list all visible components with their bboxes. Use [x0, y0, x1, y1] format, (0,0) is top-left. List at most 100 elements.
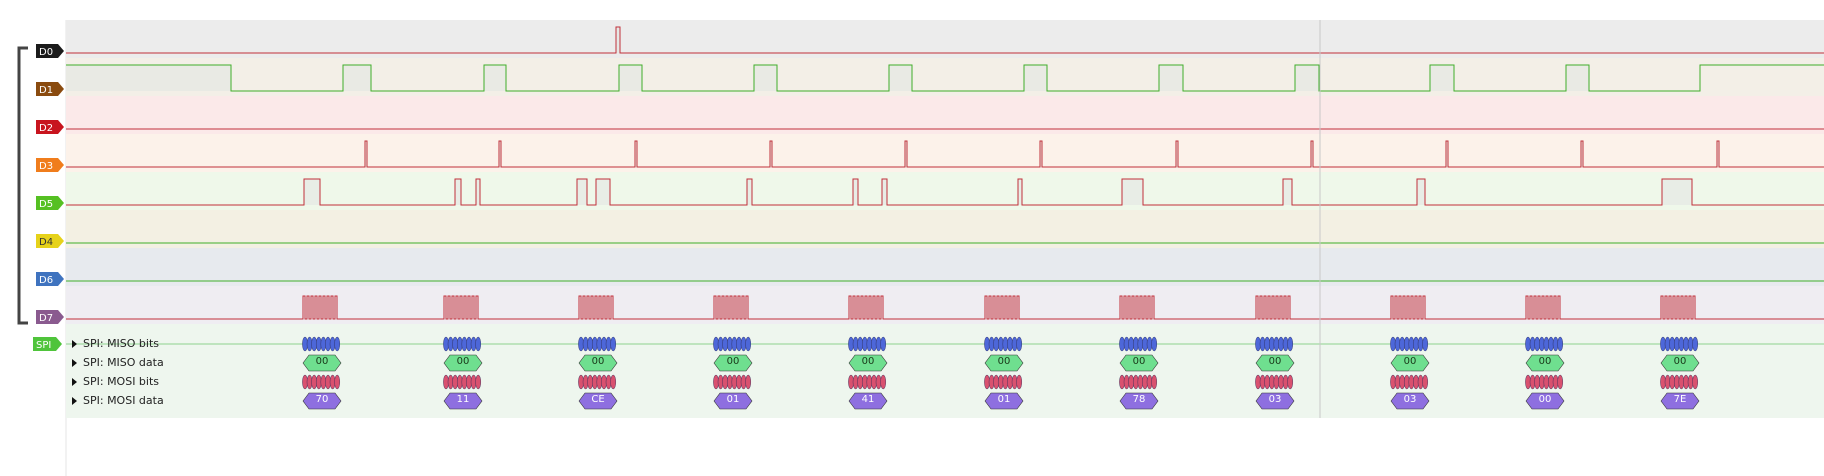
pulse-fill	[455, 179, 461, 205]
decoded-byte[interactable]	[443, 354, 483, 372]
decoded-bit	[1422, 374, 1428, 390]
decoded-byte[interactable]	[302, 354, 342, 372]
channel-d6[interactable]: D6	[36, 248, 1824, 286]
decoded-bit	[1016, 336, 1023, 352]
decoded-byte[interactable]	[578, 392, 618, 410]
spi-tag-text: SPI	[36, 340, 51, 351]
decoded-byte-value: 03	[1403, 394, 1417, 405]
decoder-row-label[interactable]: SPI: MISO bits	[72, 335, 159, 353]
spi-tag-shape	[33, 337, 62, 351]
decoded-byte[interactable]	[1119, 354, 1159, 372]
pulse-fill	[905, 141, 907, 167]
channel-row-bg	[66, 58, 1824, 96]
decoder-row-label[interactable]: SPI: MISO data	[72, 354, 164, 372]
decoded-byte[interactable]	[713, 354, 753, 372]
decoded-byte-value: 41	[861, 394, 875, 405]
channel-row-bg	[66, 134, 1824, 172]
decoded-byte[interactable]	[1525, 392, 1565, 410]
waveform-trace	[66, 178, 1824, 206]
spi-tag[interactable]: SPI	[33, 337, 62, 351]
pulse-fill	[1283, 179, 1292, 205]
channel-d2[interactable]: D2	[36, 96, 1824, 134]
decoded-byte[interactable]	[578, 354, 618, 372]
decoded-byte-value: 00	[315, 356, 329, 367]
pulse-fill	[616, 27, 620, 53]
decoded-byte[interactable]	[443, 392, 483, 410]
decoded-byte[interactable]	[1390, 354, 1430, 372]
decoded-byte[interactable]	[1660, 354, 1700, 372]
channel-name: D1	[39, 85, 53, 96]
decoded-bit	[334, 336, 341, 352]
channel-tag-d5[interactable]: D5	[36, 196, 64, 210]
pulse-fill	[1430, 65, 1454, 91]
channel-row-bg	[66, 286, 1824, 324]
channel-d5[interactable]: D5	[36, 172, 1824, 210]
decoded-byte-value: 03	[1268, 394, 1282, 405]
channel-tag-d0[interactable]: D0	[36, 44, 64, 58]
channel-tag-d7[interactable]: D7	[36, 310, 64, 324]
decoded-byte[interactable]	[302, 392, 342, 410]
channel-row-bg	[66, 210, 1824, 248]
decoded-bit	[610, 374, 617, 390]
channel-group-bracket[interactable]	[17, 46, 28, 325]
decoded-byte[interactable]	[713, 392, 753, 410]
pulse-fill	[343, 65, 371, 91]
decoded-byte-value: 00	[1673, 356, 1687, 367]
waveform-trace	[66, 295, 1824, 320]
decoded-bit	[475, 336, 482, 352]
channel-row-bg	[66, 248, 1824, 286]
decoded-byte[interactable]	[1119, 392, 1159, 410]
pulse-fill	[1446, 141, 1448, 167]
channel-d1[interactable]: D1	[36, 58, 1824, 96]
decoded-byte-value: 11	[456, 394, 470, 405]
channel-tag-shape	[36, 234, 64, 248]
channel-name: D7	[39, 313, 53, 324]
channel-tag-shape	[36, 158, 64, 172]
pulse-fill	[476, 179, 480, 205]
decoder-row-label[interactable]: SPI: MOSI data	[72, 392, 164, 410]
channel-name: D2	[39, 123, 53, 134]
channel-tag-shape	[36, 120, 64, 134]
decoded-byte-value: 7E	[1673, 394, 1687, 405]
pulse-fill	[1176, 141, 1178, 167]
decoded-byte[interactable]	[1525, 354, 1565, 372]
decoder-row-label[interactable]: SPI: MOSI bits	[72, 373, 159, 391]
decoded-byte[interactable]	[984, 354, 1024, 372]
decoded-byte[interactable]	[848, 354, 888, 372]
pulse-fill	[1159, 65, 1183, 91]
decoded-byte[interactable]	[1255, 392, 1295, 410]
decoded-byte-value: 00	[1403, 356, 1417, 367]
decoded-bit	[745, 336, 752, 352]
channel-tag-d1[interactable]: D1	[36, 82, 64, 96]
decoded-byte-value: 00	[1538, 356, 1552, 367]
channel-d0[interactable]: D0	[36, 20, 1824, 58]
channel-row-bg	[66, 96, 1824, 134]
channel-tag-shape	[36, 196, 64, 210]
decoded-byte[interactable]	[1255, 354, 1295, 372]
channel-d7[interactable]: D7	[36, 286, 1824, 324]
decoded-byte[interactable]	[848, 392, 888, 410]
pulse-fill	[577, 179, 587, 205]
channel-tag-d6[interactable]: D6	[36, 272, 64, 286]
expand-arrow-icon[interactable]	[72, 397, 77, 405]
expand-arrow-icon[interactable]	[72, 340, 77, 348]
decoded-byte[interactable]	[1390, 392, 1430, 410]
channel-tag-d3[interactable]: D3	[36, 158, 64, 172]
decoded-bit	[1557, 374, 1563, 390]
decoded-byte-value: 00	[1538, 394, 1552, 405]
channel-name: D5	[39, 199, 53, 210]
channel-tag-d4[interactable]: D4	[36, 234, 64, 248]
decoded-byte[interactable]	[984, 392, 1024, 410]
decoded-byte-value: 00	[726, 356, 740, 367]
expand-arrow-icon[interactable]	[72, 359, 77, 367]
channel-d4[interactable]: D4	[36, 210, 1824, 248]
expand-arrow-icon[interactable]	[72, 378, 77, 386]
pulse-fill	[596, 179, 610, 205]
decoded-byte[interactable]	[1660, 392, 1700, 410]
waveform-trace	[66, 26, 1824, 54]
decoded-bit	[475, 374, 482, 390]
channel-d3[interactable]: D3	[36, 134, 1824, 172]
channel-tag-d2[interactable]: D2	[36, 120, 64, 134]
decoded-bit	[745, 374, 752, 390]
